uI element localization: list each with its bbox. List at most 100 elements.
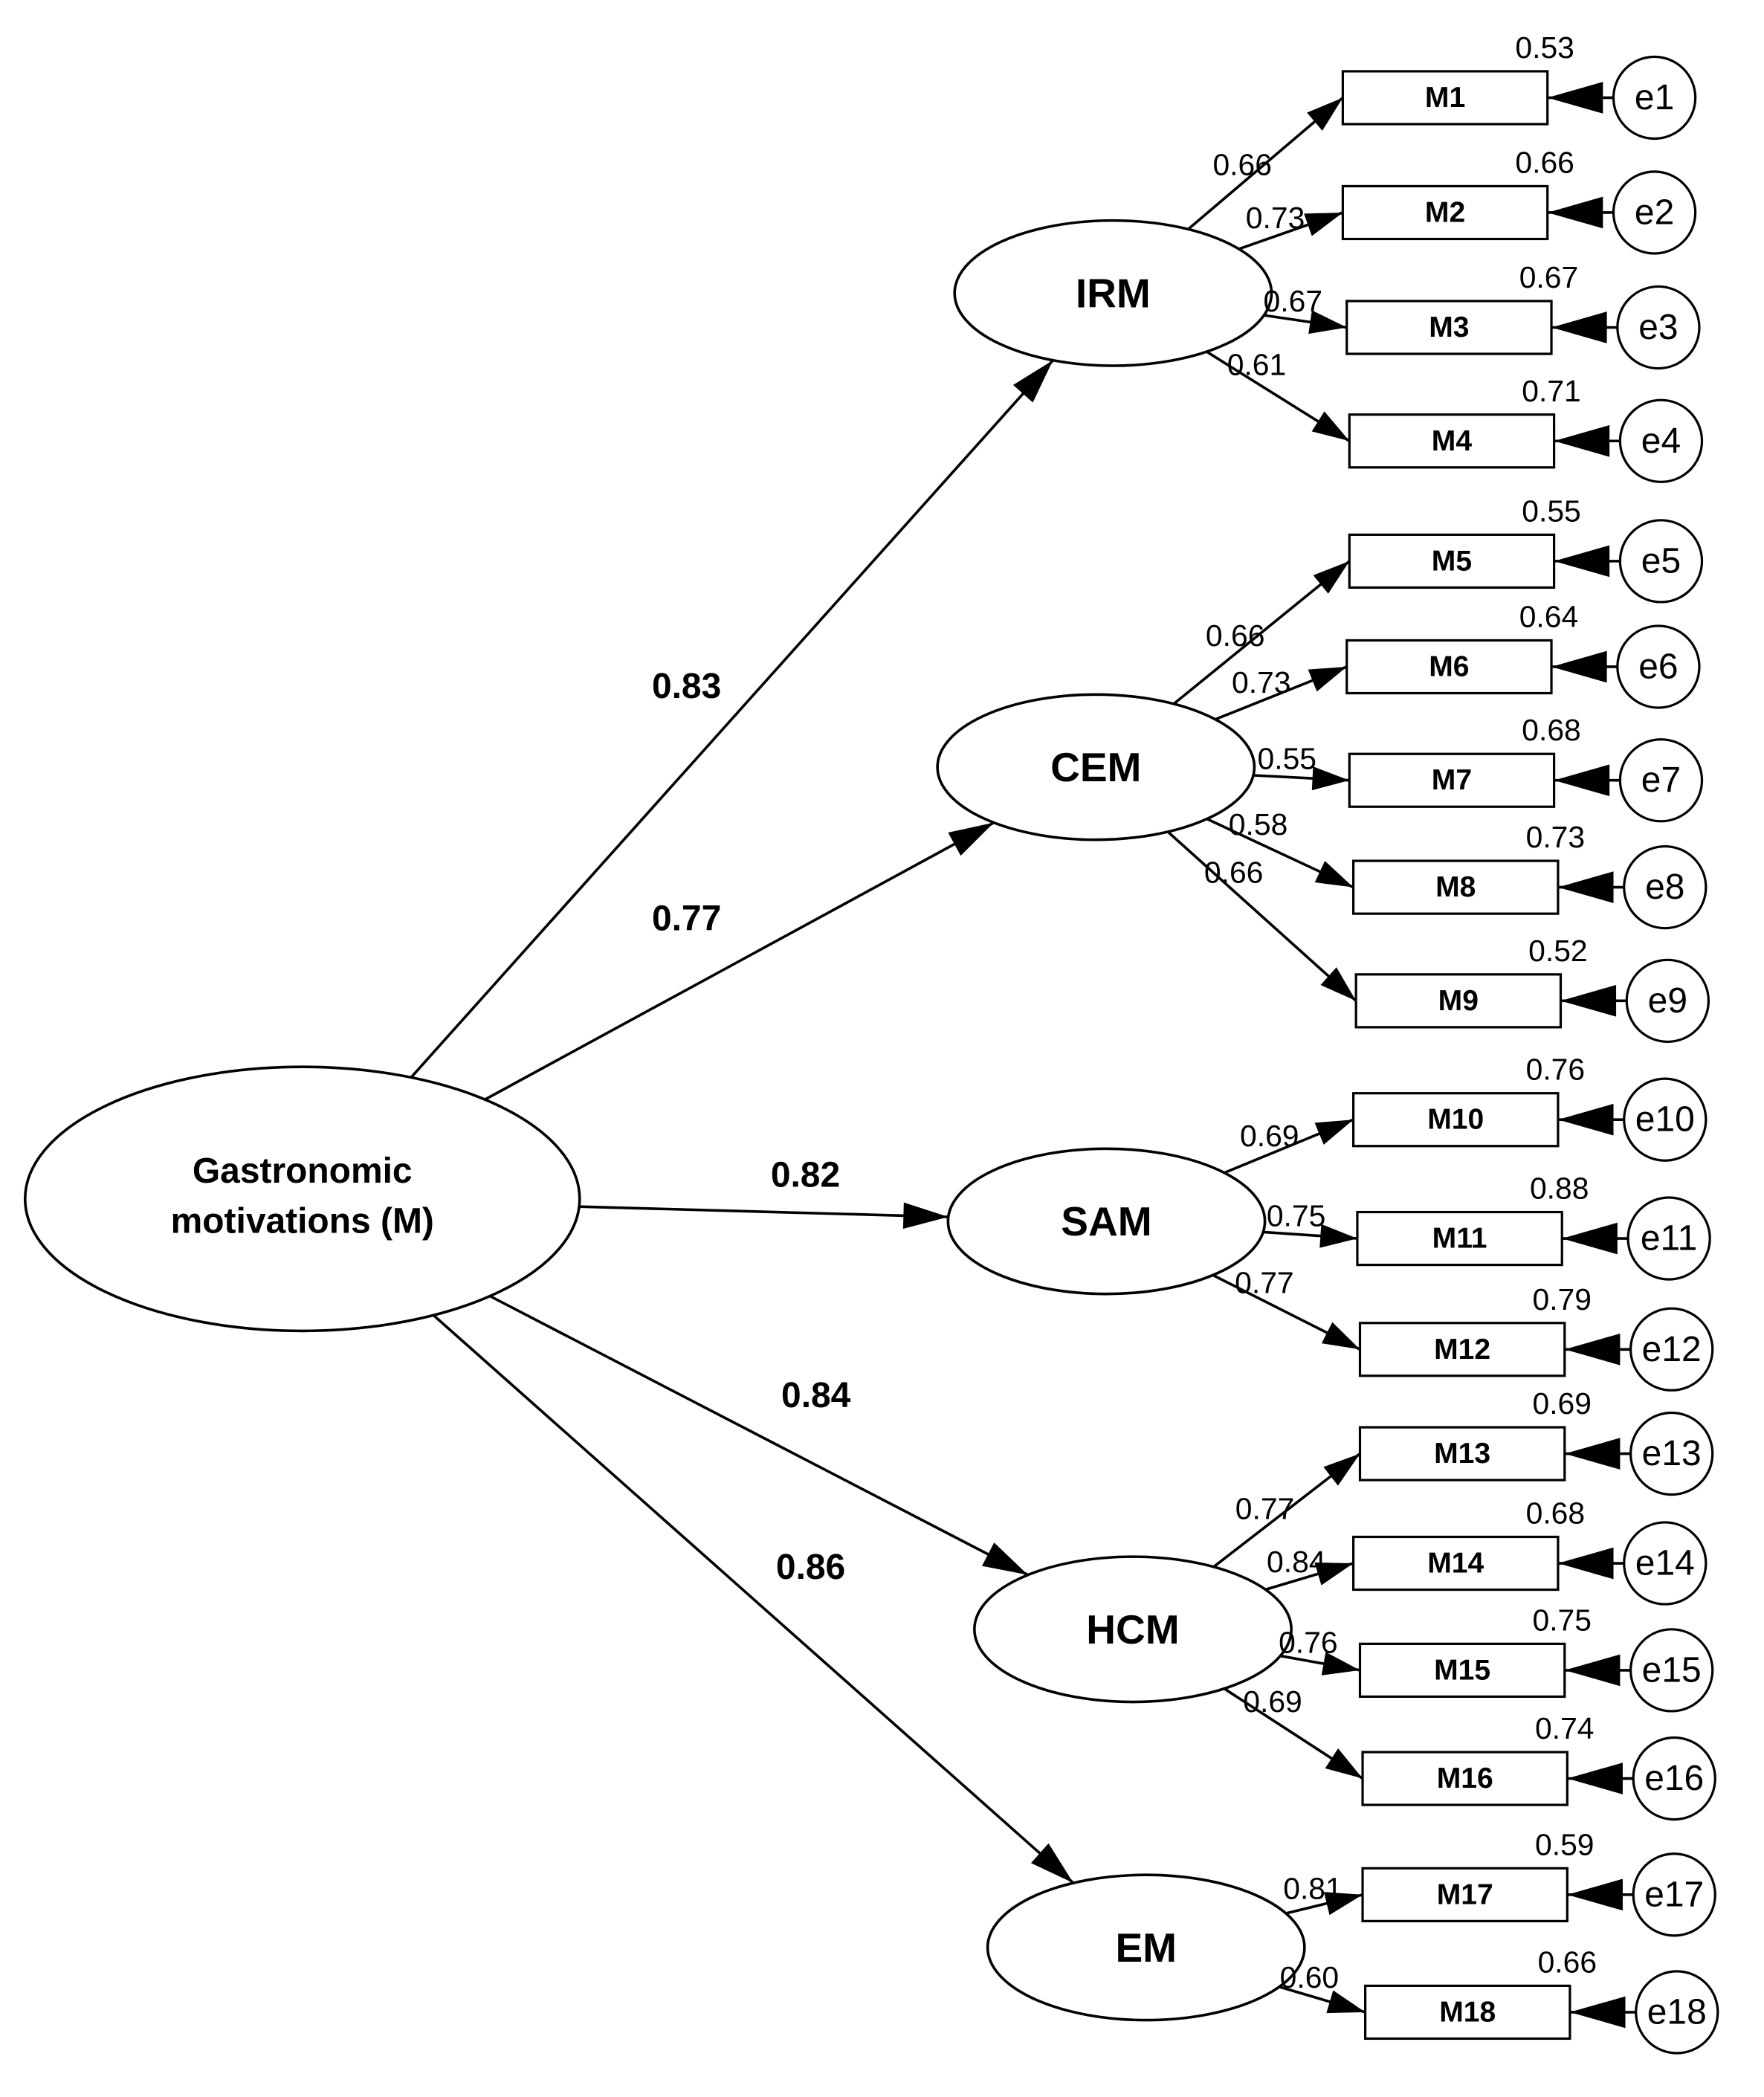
item-loading-M18: 0.60	[1280, 1960, 1340, 1994]
factor-ellipse-SAM	[946, 1147, 1267, 1296]
item-loading-M6: 0.73	[1232, 665, 1291, 699]
error-path-e12-head	[1564, 1333, 1621, 1366]
loading-path-M16-head	[1325, 1748, 1363, 1779]
second-order-factor-ellipse	[23, 1065, 581, 1333]
indicator-box-M14	[1352, 1535, 1560, 1592]
loading-path-M8-head	[1314, 861, 1354, 888]
loading-path-M3-head	[1308, 310, 1347, 335]
indicator-label-M1: M1	[1425, 82, 1465, 114]
item-loading-M14: 0.84	[1267, 1545, 1326, 1579]
r2-label-M14: 0.68	[1526, 1496, 1586, 1531]
item-loading-M11: 0.75	[1267, 1199, 1326, 1233]
indicator-box-M2	[1341, 184, 1549, 241]
item-loading-M5: 0.66	[1206, 618, 1265, 653]
structural-loading-IRM: 0.83	[652, 667, 721, 706]
indicator-box-M1	[1341, 70, 1549, 126]
error-label-e18: e18	[1647, 1992, 1707, 2032]
error-label-e8: e8	[1645, 867, 1684, 907]
error-label-e14: e14	[1635, 1544, 1695, 1583]
indicator-label-M16: M16	[1437, 1762, 1493, 1794]
indicator-label-M7: M7	[1432, 764, 1472, 796]
factor-ellipse-HCM	[973, 1555, 1293, 1704]
r2-label-M6: 0.64	[1519, 599, 1579, 633]
loading-path-M2-head	[1304, 212, 1343, 236]
error-path-e14-head	[1557, 1547, 1614, 1580]
indicator-label-M3: M3	[1429, 311, 1469, 343]
indicator-label-M18: M18	[1439, 1996, 1496, 2028]
loading-path-M15-head	[1321, 1652, 1360, 1676]
r2-label-M16: 0.74	[1535, 1711, 1595, 1745]
error-circle-e4	[1618, 398, 1704, 483]
indicator-label-M12: M12	[1434, 1334, 1490, 1366]
error-label-e13: e13	[1642, 1434, 1702, 1473]
error-path-e7-head	[1554, 764, 1610, 797]
loading-path-M9	[1166, 830, 1357, 1002]
error-path-e2-head	[1547, 196, 1603, 229]
item-loading-M16: 0.69	[1243, 1684, 1302, 1719]
error-label-e17: e17	[1644, 1875, 1704, 1914]
r2-label-M13: 0.69	[1532, 1386, 1592, 1421]
item-loading-M17: 0.81	[1283, 1871, 1343, 1905]
path-M-IRM-head	[1012, 360, 1053, 403]
loading-path-M5-head	[1313, 560, 1350, 594]
error-circle-e16	[1632, 1736, 1716, 1821]
indicator-label-M2: M2	[1425, 196, 1465, 228]
indicator-label-M5: M5	[1432, 545, 1472, 577]
error-circle-e14	[1623, 1521, 1708, 1606]
loading-path-M13-head	[1323, 1453, 1360, 1486]
r2-label-M3: 0.67	[1519, 260, 1579, 294]
error-circle-e7	[1618, 738, 1704, 823]
r2-label-M7: 0.68	[1522, 713, 1581, 747]
r2-label-M10: 0.76	[1526, 1053, 1586, 1087]
item-loading-M1: 0.66	[1212, 148, 1272, 182]
error-label-e7: e7	[1641, 760, 1681, 800]
error-path-e1-head	[1547, 82, 1603, 114]
error-label-e16: e16	[1644, 1759, 1704, 1798]
error-circle-e18	[1635, 1970, 1719, 2055]
error-label-e5: e5	[1641, 541, 1681, 581]
r2-label-M5: 0.55	[1522, 494, 1581, 528]
error-path-e6-head	[1551, 650, 1607, 683]
error-circle-e10	[1623, 1077, 1708, 1162]
error-path-e4-head	[1554, 424, 1610, 457]
indicator-label-M17: M17	[1437, 1878, 1493, 1910]
path-M-EM-head	[1030, 1843, 1073, 1884]
indicator-box-M17	[1361, 1867, 1568, 1922]
loading-path-M11-head	[1319, 1224, 1357, 1248]
error-label-e15: e15	[1642, 1650, 1702, 1690]
factor-ellipse-CEM	[936, 693, 1256, 841]
error-path-e15-head	[1564, 1654, 1621, 1687]
error-circle-e17	[1632, 1852, 1716, 1937]
loading-path-M14-head	[1314, 1562, 1354, 1586]
item-loading-M10: 0.69	[1240, 1119, 1299, 1153]
path-M-CEM	[484, 821, 995, 1101]
factor-label-SAM: SAM	[1061, 1198, 1151, 1244]
indicator-box-M15	[1358, 1642, 1566, 1699]
factor-label-IRM: IRM	[1076, 270, 1151, 316]
path-M-SAM-head	[902, 1202, 949, 1230]
error-path-e5-head	[1554, 545, 1610, 578]
indicator-label-M11: M11	[1432, 1223, 1487, 1255]
factor-ellipse-IRM	[953, 219, 1273, 367]
r2-label-M18: 0.66	[1538, 1945, 1597, 1979]
r2-label-M9: 0.52	[1528, 934, 1588, 968]
error-path-e10-head	[1557, 1103, 1614, 1136]
r2-label-M17: 0.59	[1535, 1827, 1595, 1861]
loading-path-M18-head	[1326, 1990, 1366, 2014]
error-circle-e11	[1626, 1196, 1711, 1281]
error-label-e2: e2	[1635, 193, 1674, 232]
error-circle-e3	[1616, 285, 1701, 370]
indicator-label-M13: M13	[1434, 1438, 1490, 1470]
error-path-e3-head	[1551, 311, 1607, 343]
path-M-CEM-head	[948, 822, 994, 856]
indicator-label-M8: M8	[1435, 871, 1476, 903]
item-loading-M15: 0.76	[1279, 1625, 1338, 1659]
error-label-e4: e4	[1641, 421, 1681, 461]
loading-path-M10-head	[1314, 1119, 1354, 1145]
r2-label-M2: 0.66	[1515, 145, 1574, 179]
factor-label-EM: EM	[1115, 1925, 1177, 1971]
error-circle-e8	[1623, 844, 1708, 930]
indicator-box-M10	[1352, 1092, 1560, 1148]
indicator-label-M9: M9	[1438, 985, 1479, 1017]
error-circle-e9	[1625, 958, 1710, 1044]
